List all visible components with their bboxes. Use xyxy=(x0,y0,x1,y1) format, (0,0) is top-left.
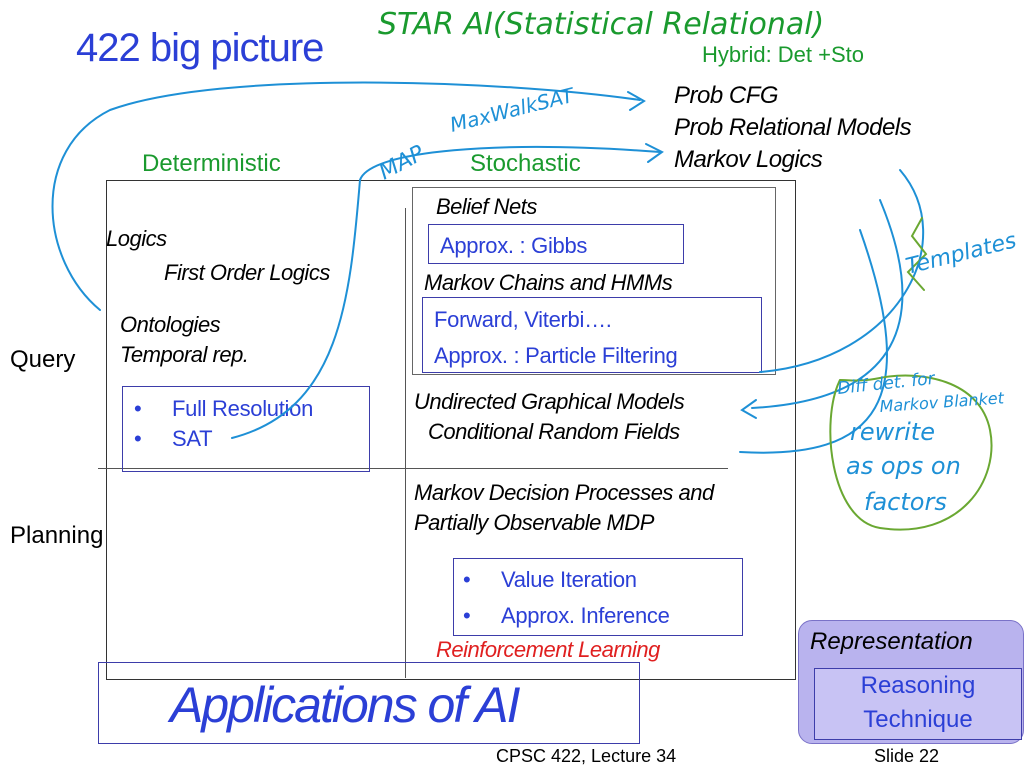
planning-methods-list: Value Iteration Approx. Inference xyxy=(453,565,670,631)
first-order-logics-label: First Order Logics xyxy=(164,260,330,285)
markov-chains-label: Markov Chains and HMMs xyxy=(424,270,673,295)
footer-course: CPSC 422, Lecture 34 xyxy=(496,746,677,766)
hybrid-item-prob-relational: Prob Relational Models xyxy=(674,114,912,141)
ink-arrowhead-top xyxy=(627,91,646,111)
hmm-methods-box xyxy=(422,297,762,373)
forward-viterbi-label: Forward, Viterbi…. xyxy=(434,307,612,332)
legend-reasoning-technique-box: Reasoning Technique xyxy=(814,668,1022,740)
ontologies-label: Ontologies xyxy=(120,312,221,337)
mdp-label-line2: Partially Observable MDP xyxy=(414,510,654,535)
hybrid-item-markov-logics: Markov Logics xyxy=(674,146,823,173)
applications-box xyxy=(98,662,640,744)
row-label-query: Query xyxy=(10,346,76,373)
ink-templates-text: Templates xyxy=(903,228,1019,280)
hybrid-item-prob-cfg: Prob CFG xyxy=(674,82,779,109)
hybrid-heading: Hybrid: Det +Sto xyxy=(702,42,865,67)
slide-title: 422 big picture xyxy=(76,26,324,70)
legend-technique-label: Technique xyxy=(863,706,973,733)
ink-green-loop xyxy=(829,374,993,531)
crf-label: Conditional Random Fields xyxy=(428,419,680,444)
ink-arrowhead-sat xyxy=(645,143,664,163)
belief-nets-label: Belief Nets xyxy=(436,194,537,219)
ink-arrow-sat-curve xyxy=(231,146,661,439)
mdp-label-line1: Markov Decision Processes and xyxy=(414,480,714,505)
ink-factors-text: factors xyxy=(864,488,947,516)
logics-label: Logics xyxy=(106,226,167,251)
ink-map-text: MAP xyxy=(375,141,429,186)
ink-maxwalksat-text: MaxWalkSAT xyxy=(447,83,577,137)
gibbs-box xyxy=(428,224,684,264)
method-sat: SAT xyxy=(124,424,313,454)
ink-arrow-right-3 xyxy=(739,229,888,454)
ink-star-ai-text: STAR AI(Statistical Relational) xyxy=(378,7,824,42)
column-divider xyxy=(405,208,406,678)
ink-rewrite-text: rewrite xyxy=(850,418,935,446)
ink-green-templates-bracket xyxy=(906,217,928,291)
ink-arrowhead-right xyxy=(740,399,757,419)
column-header-deterministic: Deterministic xyxy=(142,150,281,177)
ink-arrow-right-1 xyxy=(759,169,925,373)
ink-arrow-top-arc xyxy=(51,81,641,311)
gibbs-label: Approx. : Gibbs xyxy=(440,233,588,258)
ink-as-ops-text: as ops on xyxy=(846,452,961,480)
temporal-rep-label: Temporal rep. xyxy=(120,342,249,367)
undirected-models-label: Undirected Graphical Models xyxy=(414,389,685,414)
reinforcement-learning-label: Reinforcement Learning xyxy=(436,637,660,662)
applications-label: Applications of AI xyxy=(170,677,520,733)
deterministic-methods-box xyxy=(122,386,370,472)
legend-representation-label: Representation xyxy=(810,628,973,655)
belief-nets-outer-box xyxy=(412,187,776,375)
legend-reasoning-label: Reasoning xyxy=(860,672,976,699)
method-value-iteration: Value Iteration xyxy=(453,565,670,601)
row-divider xyxy=(98,468,728,469)
main-grid xyxy=(106,180,796,680)
footer-slide-number: Slide 22 xyxy=(874,746,940,766)
method-approx-inference: Approx. Inference xyxy=(453,601,670,631)
ink-arrow-right-2 xyxy=(751,199,904,409)
particle-filtering-label: Approx. : Particle Filtering xyxy=(434,343,678,368)
row-label-planning: Planning xyxy=(10,522,104,549)
column-header-stochastic: Stochastic xyxy=(470,150,581,177)
